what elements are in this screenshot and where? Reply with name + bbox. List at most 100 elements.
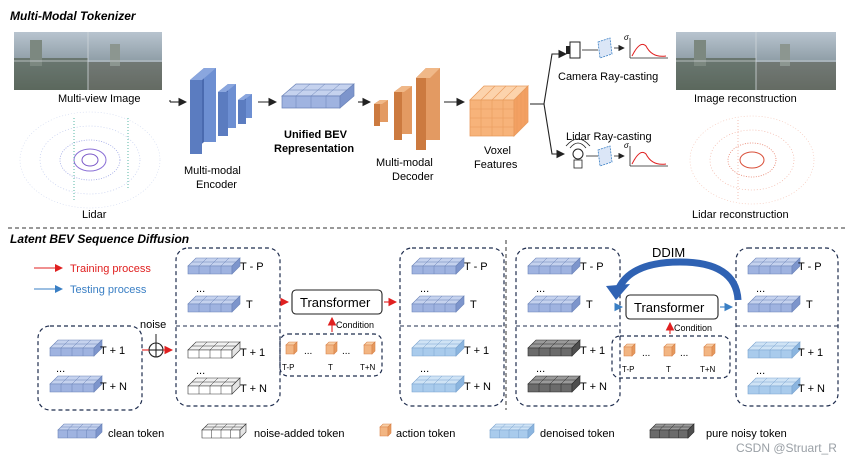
voxel-label-line2: Features	[474, 159, 518, 171]
clean-token-b5-t	[527, 295, 581, 313]
clean-token-b2-t-minus-p	[187, 257, 241, 275]
clean-token-b1-t-plus-n	[49, 375, 103, 393]
label-t-minus-p-b2: T - P	[240, 261, 264, 273]
ellipsis-b2-lower: ...	[196, 365, 205, 377]
action-label-t-plus-n-left: T+N	[360, 363, 376, 372]
encoder-label-line1: Multi-modal	[184, 165, 241, 177]
action-label-t-minus-p-right: T-P	[622, 365, 634, 374]
multi-view-image	[14, 32, 162, 90]
bev-label-line1: Unified BEV	[284, 129, 348, 141]
ddim-loop-arrow	[606, 258, 742, 301]
legend-pure-noisy-token: pure noisy token	[706, 428, 787, 440]
action-label-t-right: T	[666, 365, 671, 374]
legend-action-token: action token	[396, 428, 455, 440]
camera-ray-casting-graphic: σ	[566, 33, 668, 59]
encoder-label-line2: Encoder	[196, 179, 237, 191]
ellipsis-b7-lower: ...	[756, 365, 765, 377]
denoised-token-b7-t-plus-n	[747, 377, 801, 395]
clean-token-b2-t	[187, 295, 241, 313]
action-ellipsis-2a: ...	[642, 348, 650, 359]
camera-sigma-symbol: σ	[624, 33, 630, 42]
lidar-sigma-symbol: σ	[624, 141, 630, 150]
ellipsis-b2: ...	[196, 283, 205, 295]
ellipsis-b5: ...	[536, 283, 545, 295]
label-t-plus-n-b5: T + N	[580, 381, 607, 393]
bev-label-line2: Representation	[274, 143, 354, 155]
lidar-raycast-label: Lidar Ray-casting	[566, 131, 652, 143]
clean-token-b7-t	[747, 295, 801, 313]
transformer-left-label: Transformer	[300, 295, 371, 310]
ddim-label: DDIM	[652, 245, 685, 260]
multi-modal-encoder	[190, 68, 252, 154]
transformer-box-left	[291, 289, 383, 315]
pure-noisy-token-b5-t-plus-n	[527, 375, 581, 393]
bottom-section-title: Latent BEV Sequence Diffusion	[10, 232, 189, 246]
decoder-label-line1: Multi-modal	[376, 157, 433, 169]
noise-plus-symbol	[142, 334, 174, 358]
token-layer	[49, 257, 801, 439]
image-recon-label: Image reconstruction	[694, 93, 797, 105]
legend-noise-swatch	[201, 423, 247, 439]
label-t-plus-n-b1: T + N	[100, 381, 127, 393]
label-t-plus-1-b1: T + 1	[100, 345, 125, 357]
label-t-minus-p-b7: T - P	[798, 261, 822, 273]
transformer-arrows	[280, 297, 734, 334]
process-legend-arrows	[34, 264, 63, 293]
label-t-plus-1-b4: T + 1	[464, 345, 489, 357]
denoised-token-b4-t-plus-n	[411, 375, 465, 393]
legend-denoised-swatch	[489, 423, 535, 439]
action-token-left-t-minus-p	[285, 341, 298, 355]
action-ellipsis-2b: ...	[680, 348, 688, 359]
clean-token-b4-t-minus-p	[411, 257, 465, 275]
label-t-plus-n-b2: T + N	[240, 383, 267, 395]
transformer-box-right	[625, 294, 719, 320]
lidar-reconstruction	[689, 115, 815, 205]
lidar-point-cloud	[19, 111, 161, 209]
legend-action-swatch	[379, 423, 392, 437]
clean-token-b7-t-minus-p	[747, 257, 801, 275]
ellipsis-b1: ...	[56, 363, 65, 375]
action-token-left-t	[325, 341, 338, 355]
legend-noise-added-token: noise-added token	[254, 428, 345, 440]
action-label-t-plus-n-right: T+N	[700, 365, 716, 374]
label-t-b2: T	[246, 299, 253, 311]
clean-token-b1-t-plus-1	[49, 339, 103, 357]
denoised-token-b7-t-plus-1	[747, 341, 801, 359]
unified-bev-token	[281, 83, 355, 109]
top-section-title: Multi-Modal Tokenizer	[10, 9, 137, 23]
action-label-t-minus-p-left: T-P	[282, 363, 294, 372]
condition-right-label: Condition	[674, 323, 712, 333]
camera-raycast-label: Camera Ray-casting	[558, 71, 658, 83]
label-t-plus-n-b4: T + N	[464, 381, 491, 393]
noise-token-b2-t-plus-n	[187, 377, 241, 395]
label-t-plus-n-b7: T + N	[798, 383, 825, 395]
csdn-watermark: CSDN @Struart_R	[736, 441, 837, 455]
legend-clean-token: clean token	[108, 428, 164, 440]
multi-view-image-label: Multi-view Image	[58, 93, 141, 105]
action-token-left-t-plus-n	[363, 341, 376, 355]
ellipsis-b7: ...	[756, 283, 765, 295]
legend-pure-noisy-swatch	[649, 423, 695, 439]
top-flow-arrows	[169, 49, 568, 159]
multi-modal-decoder	[374, 68, 440, 150]
ellipsis-b4: ...	[420, 283, 429, 295]
action-ellipsis-1a: ...	[304, 346, 312, 357]
decoder-label-line2: Decoder	[392, 171, 434, 183]
lidar-ray-casting-graphic: σ	[565, 138, 668, 169]
pure-noisy-token-b5-t-plus-1	[527, 339, 581, 357]
training-process-label: Training process	[70, 263, 151, 275]
label-t-plus-1-b7: T + 1	[798, 347, 823, 359]
noise-token-b2-t-plus-1	[187, 341, 241, 359]
lidar-recon-label: Lidar reconstruction	[692, 209, 789, 221]
label-t-b5: T	[586, 299, 593, 311]
label-t-b4: T	[470, 299, 477, 311]
label-t-plus-1-b2: T + 1	[240, 347, 265, 359]
label-t-b7: T	[806, 299, 813, 311]
noise-label: noise	[140, 319, 166, 331]
ellipsis-b4-lower: ...	[420, 363, 429, 375]
action-token-right-t-minus-p	[623, 343, 636, 357]
label-t-plus-1-b5: T + 1	[580, 345, 605, 357]
label-t-minus-p-b5: T - P	[580, 261, 604, 273]
legend-denoised-token: denoised token	[540, 428, 615, 440]
